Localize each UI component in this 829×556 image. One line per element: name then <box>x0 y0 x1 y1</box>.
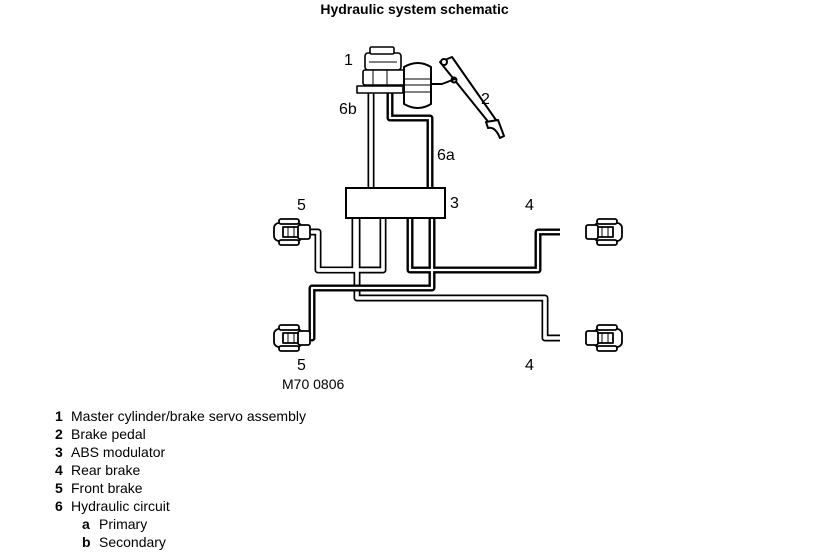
callout-4-top: 4 <box>525 197 534 214</box>
legend-label: Primary <box>99 516 148 532</box>
legend-sub-item: a Primary <box>55 515 306 533</box>
brake-pedal <box>439 56 505 139</box>
legend-letter: a <box>82 516 90 532</box>
legend-label: ABS modulator <box>71 444 166 460</box>
legend-number: 6 <box>55 498 63 514</box>
front-brake-left-top <box>273 218 311 246</box>
legend-item: 2 Brake pedal <box>55 425 306 443</box>
legend-number: 1 <box>55 408 63 424</box>
legend-label: Front brake <box>71 480 143 496</box>
callout-1: 1 <box>344 52 353 69</box>
callout-5-top: 5 <box>297 197 306 214</box>
figure-id: M70 0806 <box>282 376 344 392</box>
legend-number: 5 <box>55 480 63 496</box>
legend-item: 5 Front brake <box>55 479 306 497</box>
master-cylinder-servo-assembly <box>356 46 442 109</box>
legend-sub-item: b Secondary <box>55 533 306 551</box>
legend-item: 4 Rear brake <box>55 461 306 479</box>
secondary-circuit-pipes <box>302 82 560 342</box>
callout-3: 3 <box>450 195 459 212</box>
legend-label: Master cylinder/brake servo assembly <box>71 408 306 424</box>
rear-brake-right-bottom <box>585 324 623 352</box>
callout-2: 2 <box>481 91 490 108</box>
callout-4-bottom: 4 <box>525 357 534 374</box>
legend-number: 3 <box>55 444 63 460</box>
legend-letter: b <box>82 534 91 550</box>
legend-label: Hydraulic circuit <box>71 498 170 514</box>
legend-label: Rear brake <box>71 462 141 478</box>
legend-label: Secondary <box>99 534 166 550</box>
hydraulic-schematic: 1 2 6b 6a 3 5 4 5 4 M70 0806 <box>273 46 623 392</box>
abs-modulator <box>345 187 446 219</box>
callout-6b: 6b <box>339 101 357 118</box>
diagram-title: Hydraulic system schematic <box>320 1 509 17</box>
rear-brake-right-top <box>585 218 623 246</box>
legend-label: Brake pedal <box>71 426 146 442</box>
legend-item: 3 ABS modulator <box>55 443 306 461</box>
legend-number: 2 <box>55 426 63 442</box>
legend-item: 6 Hydraulic circuit <box>55 497 306 515</box>
callout-6a: 6a <box>437 147 455 164</box>
front-brake-left-bottom <box>273 324 311 352</box>
callout-5-bottom: 5 <box>297 357 306 374</box>
legend-item: 1 Master cylinder/brake servo assembly <box>55 407 306 425</box>
legend-number: 4 <box>55 462 63 478</box>
